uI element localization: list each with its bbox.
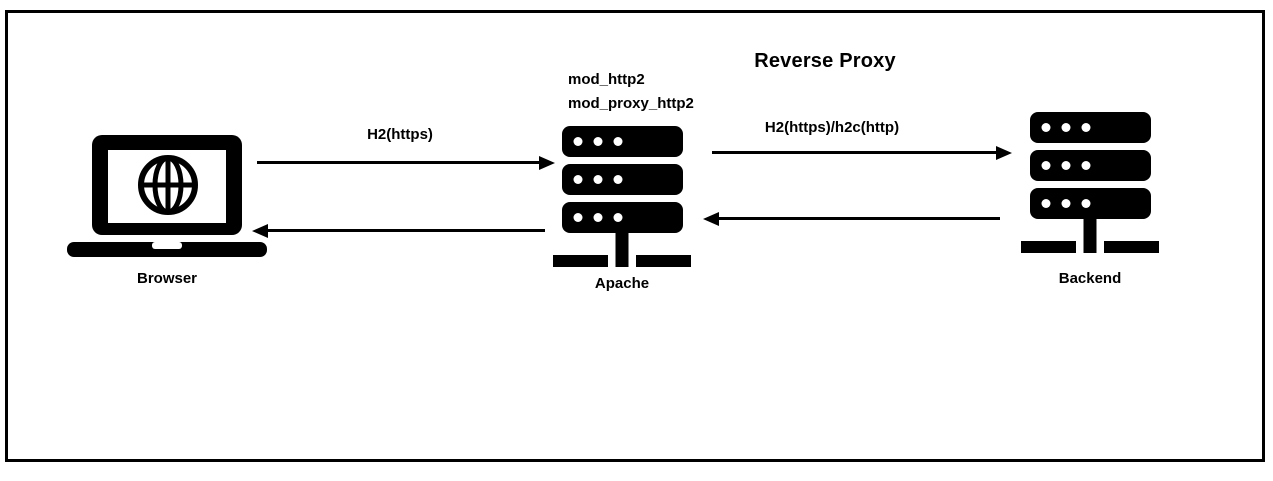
arrow-apache-to-browser <box>252 223 545 238</box>
arrowhead-left-icon <box>252 223 268 238</box>
apache-modules-annotation: mod_http2 mod_proxy_http2 <box>568 68 694 116</box>
backend-node <box>1021 112 1159 258</box>
backend-label: Backend <box>1058 270 1122 287</box>
server-stack-icon <box>553 126 691 267</box>
arrow-browser-to-apache <box>257 155 555 170</box>
server-stack-icon <box>1021 112 1159 253</box>
arrowhead-left-icon <box>703 211 719 226</box>
arrow-backend-to-apache <box>703 211 1000 226</box>
apache-label: Apache <box>594 275 650 292</box>
arrowhead-right-icon <box>996 145 1012 160</box>
apache-module-2: mod_proxy_http2 <box>568 95 694 112</box>
apache-module-1: mod_http2 <box>568 71 645 88</box>
browser-label: Browser <box>136 270 198 287</box>
diagram-title: Reverse Proxy <box>754 50 896 72</box>
arrowhead-right-icon <box>539 155 555 170</box>
edge-label-h2c: H2(https)/h2c(http) <box>764 119 900 136</box>
edge-label-h2: H2(https) <box>367 126 433 143</box>
arrow-apache-to-backend <box>712 145 1012 160</box>
laptop-globe-icon <box>67 135 267 257</box>
browser-node <box>67 135 267 262</box>
apache-node <box>553 126 691 272</box>
diagram-border <box>5 10 1265 462</box>
